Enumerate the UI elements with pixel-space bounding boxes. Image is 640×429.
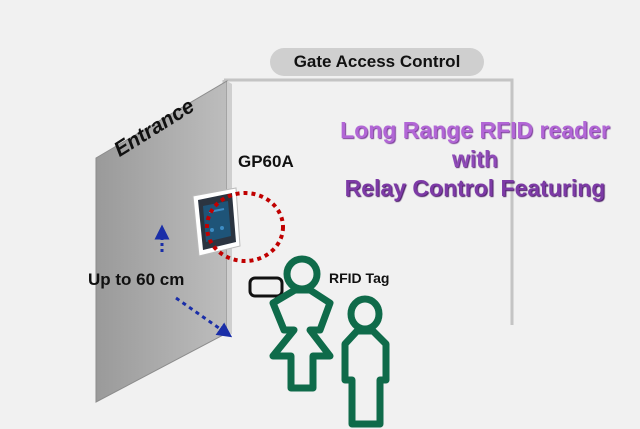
rfid-reader-device (192, 187, 241, 257)
diagonal-arrow (175, 296, 233, 338)
rfid-tag-card (248, 276, 284, 298)
headline-line-3: Relay Control Featuring (344, 175, 606, 201)
person-woman-icon (269, 255, 334, 392)
headline-line-2: with (452, 146, 498, 172)
title: Gate Access Control (293, 52, 461, 71)
title-pill (270, 48, 484, 76)
headline-line-1: Long Range RFID reader (340, 117, 610, 143)
person-man-icon (341, 295, 390, 428)
room-outline (224, 78, 514, 325)
read-range-circle (205, 191, 285, 263)
rfid-tag-label: RFID Tag (329, 270, 390, 286)
range-label: Up to 60 cm (88, 270, 185, 289)
headline: Long Range RFID reader with Relay Contro… (305, 116, 640, 203)
device-label: GP60A (238, 152, 294, 171)
